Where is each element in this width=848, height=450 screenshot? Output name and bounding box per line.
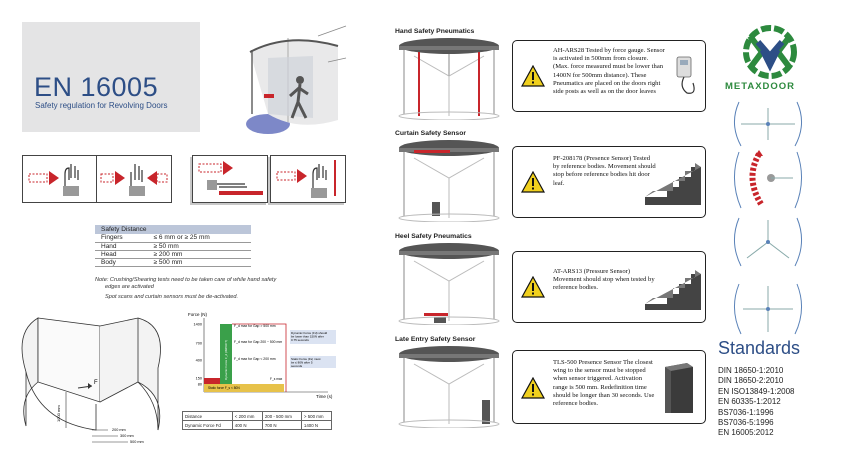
info-box-hand-safety: AH-ARS28 Tested by force gauge. Sensor i… bbox=[512, 40, 706, 112]
table-row: Head≥ 200 mm bbox=[95, 250, 251, 259]
section-title-late-entry: Late Entry Safety Sensor bbox=[395, 336, 476, 343]
door-hand-safety-illustration bbox=[398, 38, 500, 120]
table-row: Hand≥ 50 mm bbox=[95, 242, 251, 251]
annot-fs-max: F_s max bbox=[270, 377, 283, 381]
dim-500: 500 mm bbox=[130, 440, 144, 444]
note-line: edges are activated bbox=[105, 284, 154, 290]
info-box-late-entry: TLS-500 Presence Sensor The closest wing… bbox=[512, 350, 706, 424]
annot-gap-200: F_d max for Gap < 200 mm bbox=[234, 357, 276, 361]
safety-distance-table: Safety Distance Fingers≤ 6 mm or ≥ 25 mm… bbox=[95, 225, 251, 267]
standard-item: DIN 18650-1:2010 bbox=[718, 366, 784, 375]
warning-icon bbox=[521, 276, 545, 298]
warning-icon bbox=[521, 171, 545, 193]
table-row: Distance < 200 mm 200 - 500 mm > 500 mm bbox=[182, 411, 333, 421]
safety-note: Note: Crushing/Shearing tests need to be… bbox=[95, 277, 295, 291]
warning-icon bbox=[521, 65, 545, 87]
cell: Dynamic Force Fd bbox=[182, 420, 233, 430]
cell-part: Head bbox=[95, 250, 146, 259]
standard-item: BS7036-5:1996 bbox=[718, 418, 774, 428]
metaxdoor-logo-icon bbox=[743, 25, 797, 79]
brand-name: METAXDOOR bbox=[725, 81, 796, 92]
annot-gap-500: F_d max for Gap > 500 mm bbox=[234, 324, 276, 328]
hand-safety-icon-4 bbox=[270, 155, 346, 203]
section-title-heel-safety: Heel Safety Pneumatics bbox=[395, 233, 472, 240]
cell: > 500 mm bbox=[300, 411, 333, 421]
standards-list: DIN 18650-1:2010 DIN 18650-2:2010 EN ISO… bbox=[718, 366, 795, 439]
cell-value: ≤ 6 mm or ≥ 25 mm bbox=[145, 234, 251, 243]
chart-ylabel: Force (N) bbox=[188, 312, 208, 317]
info-text-late-entry: TLS-500 Presence Sensor The closest wing… bbox=[553, 359, 655, 408]
table-row: Fingers≤ 6 mm or ≥ 25 mm bbox=[95, 234, 251, 243]
cell-part: Fingers bbox=[95, 234, 146, 243]
y-tick-label: 400 bbox=[196, 359, 202, 363]
info-box-heel-safety: AT-ARS13 (Pressure Sensor) Movement shou… bbox=[512, 251, 706, 323]
section-title-curtain-sensor: Curtain Safety Sensor bbox=[395, 130, 467, 137]
cell: 200 - 500 mm bbox=[261, 411, 302, 421]
table-row: Body≥ 500 mm bbox=[95, 258, 251, 267]
distance-force-table: Distance < 200 mm 200 - 500 mm > 500 mm … bbox=[182, 411, 333, 430]
standard-item: EN ISO13849-1:2008 bbox=[718, 386, 795, 396]
door-curtain-sensor-illustration bbox=[398, 140, 500, 222]
door-late-entry-illustration bbox=[398, 346, 500, 428]
standards-title: Standards bbox=[718, 338, 801, 358]
revolving-door-illustration bbox=[246, 25, 347, 134]
dim-300: 300 mm bbox=[120, 434, 134, 438]
y-axis-ticks: 1400 700 400 150 80 bbox=[194, 323, 202, 387]
hand-safety-icon-3 bbox=[192, 155, 268, 203]
force-gauge-icon bbox=[676, 56, 695, 94]
hand-safety-icon-1 bbox=[22, 155, 98, 203]
section-title-hand-safety: Hand Safety Pneumatics bbox=[395, 28, 475, 35]
safety-note-2: Spot scans and curtain sensors must be d… bbox=[105, 294, 239, 300]
cell-part: Body bbox=[95, 258, 146, 267]
door-layout-tile-4 bbox=[734, 283, 802, 335]
reference-body-steps-icon bbox=[645, 270, 701, 310]
standard-item: EN 60335-1:2012 bbox=[718, 397, 781, 407]
y-tick-label: 150 bbox=[196, 377, 202, 381]
y-tick-label: 80 bbox=[198, 383, 202, 387]
page-subtitle: Safety regulation for Revolving Doors bbox=[35, 101, 168, 110]
standard-item: DIN 18650-2:2010 bbox=[718, 376, 784, 386]
door-layout-tile-2 bbox=[734, 150, 802, 209]
door-layout-tile-3 bbox=[734, 217, 802, 267]
hand-safety-icon-2 bbox=[96, 155, 172, 203]
cell-value: ≥ 200 mm bbox=[145, 250, 251, 259]
warning-icon bbox=[521, 377, 545, 399]
annot-gap-200-500: F_d max for Gap 200 ~ 500 mm bbox=[234, 340, 282, 344]
info-text-hand-safety: AH-ARS28 Tested by force gauge. Sensor i… bbox=[553, 47, 665, 96]
cell-part: Hand bbox=[95, 242, 146, 251]
cell: Distance bbox=[182, 411, 233, 421]
title-banner bbox=[22, 22, 200, 132]
annot-static-bar: Static force F_s < 80N bbox=[208, 386, 240, 390]
info-text-curtain-sensor: PF-208178 (Presence Sensor) Tested by re… bbox=[553, 155, 656, 187]
info-text-heel-safety: AT-ARS13 (Pressure Sensor) Movement shou… bbox=[553, 268, 655, 292]
table-row: Dynamic Force Fd 400 N 700 N 1400 N bbox=[182, 420, 333, 430]
y-tick-label: 700 bbox=[196, 342, 202, 346]
cell: 700 N bbox=[261, 420, 302, 430]
cell: 1400 N bbox=[300, 420, 333, 430]
cell-value: ≥ 500 mm bbox=[145, 258, 251, 267]
note-line: Note: Crushing/Shearing tests need to be… bbox=[95, 277, 277, 283]
force-chart: Force (N) Time (s) 1400 700 400 150 80 F_d m… bbox=[188, 312, 336, 399]
door-wing-diagram: F 1000 mm 200 mm 300 mm 500 mm bbox=[21, 317, 161, 444]
force-label: F bbox=[94, 380, 98, 386]
cell: < 200 mm bbox=[231, 411, 263, 421]
chart-xlabel: Time (s) bbox=[316, 394, 333, 399]
annot-impact: Dynamic Force F_d (IMPACT) bbox=[224, 340, 228, 380]
page-title: EN 16005 bbox=[34, 72, 159, 102]
door-layout-tile-1 bbox=[734, 101, 802, 147]
reference-body-steps-icon bbox=[645, 163, 701, 205]
cell: 400 N bbox=[231, 420, 263, 430]
info-box-curtain-sensor: PF-208178 (Presence Sensor) Tested by re… bbox=[512, 146, 706, 218]
door-heel-safety-illustration bbox=[398, 243, 500, 325]
y-tick-label: 1400 bbox=[194, 323, 202, 327]
dim-200: 200 mm bbox=[112, 428, 126, 432]
safety-distance-header: Safety Distance bbox=[95, 225, 251, 234]
standard-item: BS7036-1:1996 bbox=[718, 407, 774, 417]
reference-body-box-icon bbox=[665, 363, 693, 413]
dim-1000: 1000 mm bbox=[56, 405, 61, 422]
standard-item: EN 16005:2012 bbox=[718, 428, 774, 438]
cell-value: ≥ 50 mm bbox=[145, 242, 251, 251]
